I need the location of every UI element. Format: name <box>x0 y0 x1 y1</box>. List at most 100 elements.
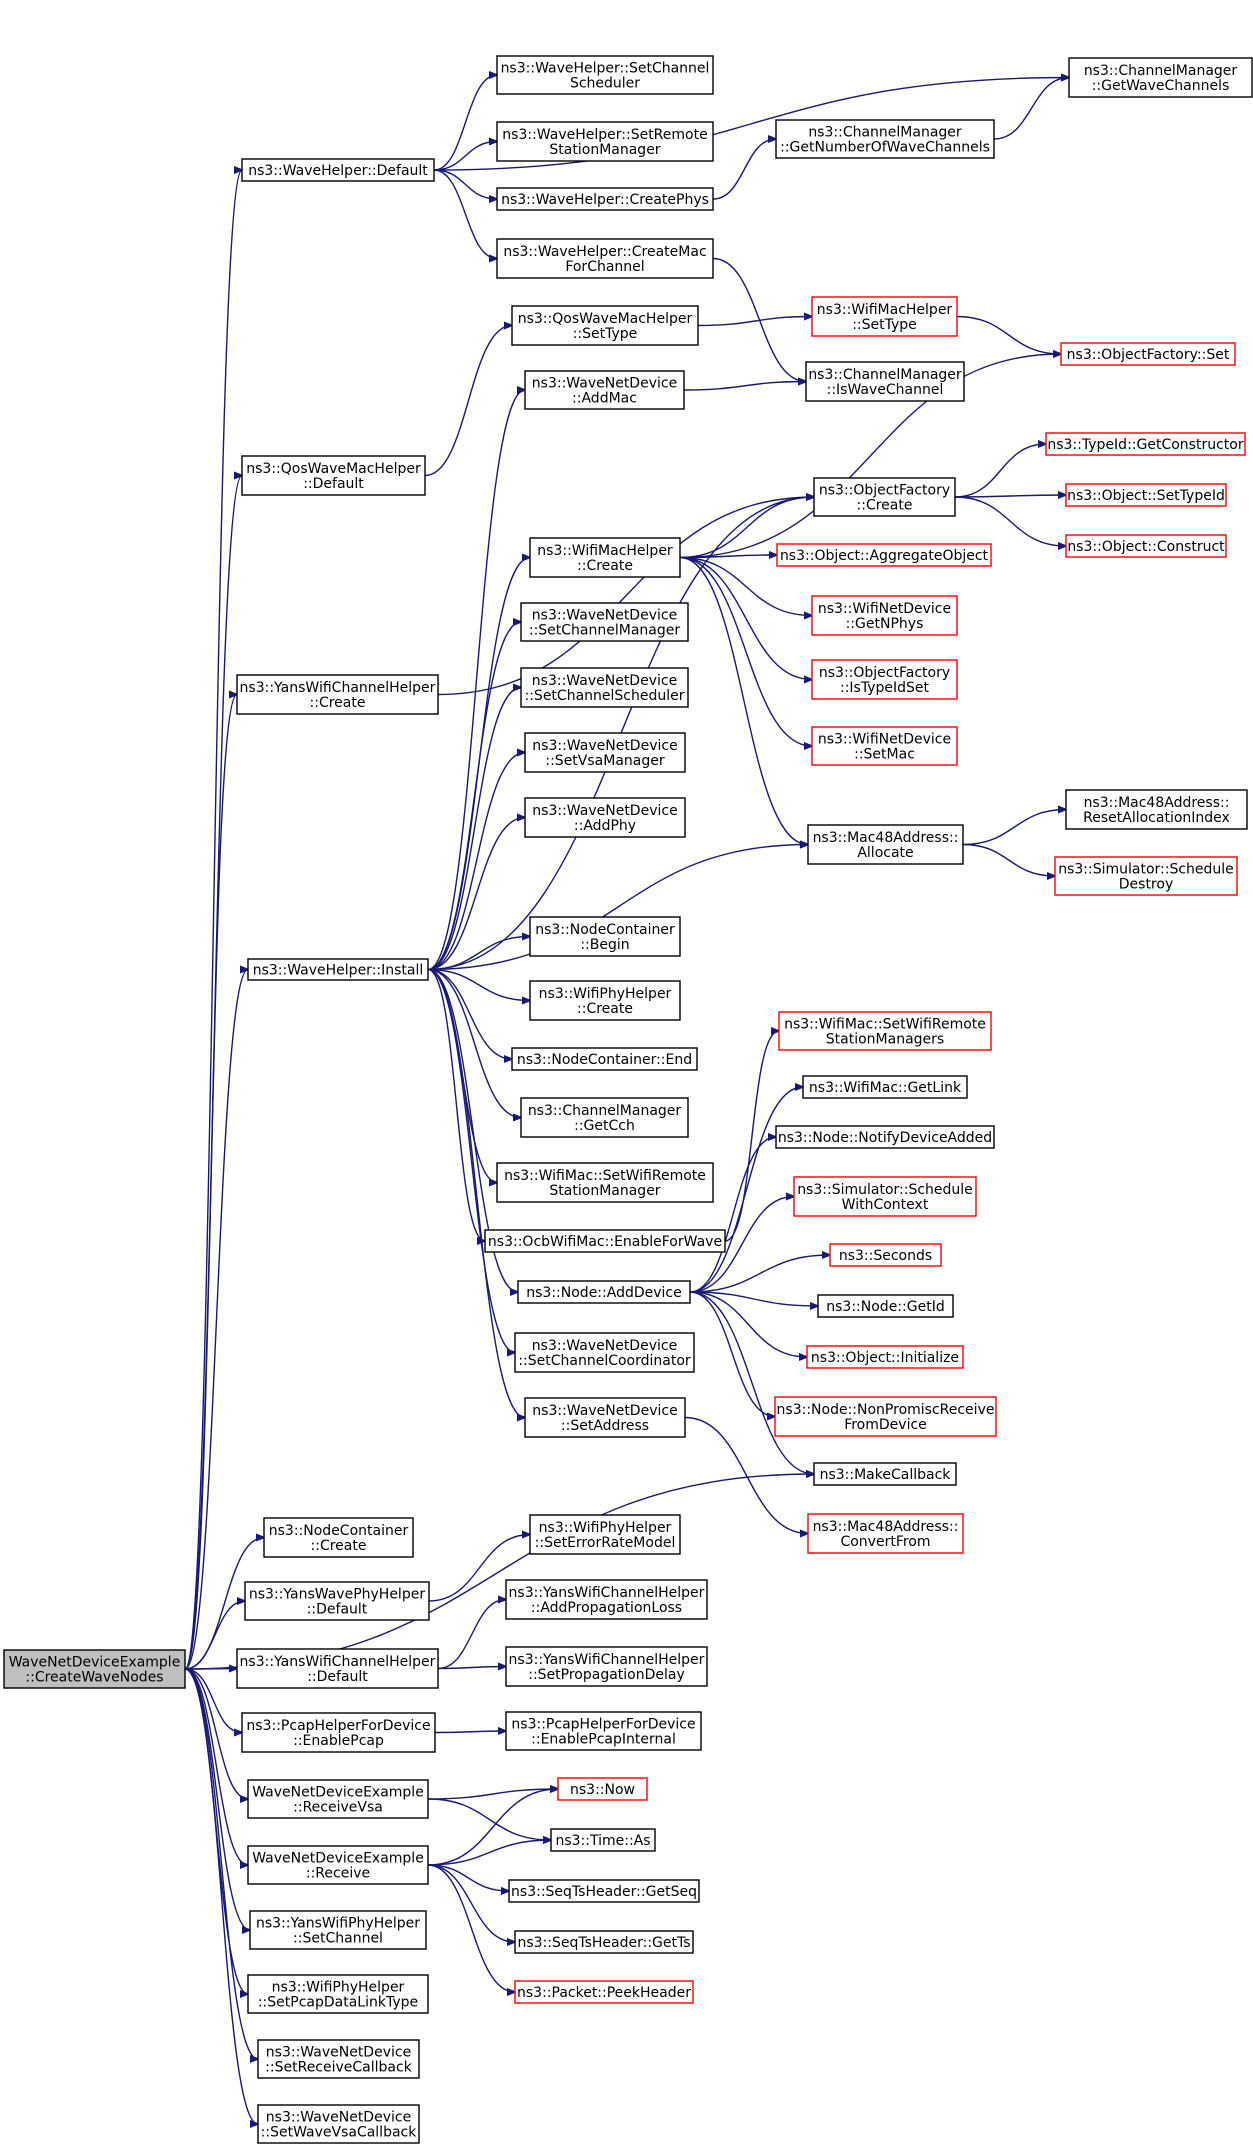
node-label-line: ns3::ChannelManager <box>1084 63 1238 79</box>
node-cm-getcch[interactable]: ns3::ChannelManager::GetCch <box>520 1097 689 1138</box>
node-qwmh-settype[interactable]: ns3::QosWaveMacHelper::SetType <box>511 305 699 346</box>
node-box <box>244 1581 430 1621</box>
node-phfd-epi[interactable]: ns3::PcapHelperForDevice::EnablePcapInte… <box>505 1711 702 1751</box>
node-wnd-setrcb[interactable]: ns3::WaveNetDevice::SetReceiveCallback <box>257 2039 420 2079</box>
node-of-set[interactable]: ns3::ObjectFactory::Set <box>1060 342 1236 366</box>
node-qwmh-default[interactable]: ns3::QosWaveMacHelper::Default <box>241 455 426 496</box>
node-wh-createphys[interactable]: ns3::WaveHelper::CreatePhys <box>496 187 714 211</box>
node-wnd-setaddr[interactable]: ns3::WaveNetDevice::SetAddress <box>524 1397 686 1438</box>
edge-root-to-wnd_setrcb <box>184 1668 258 2059</box>
node-pkt-peek[interactable]: ns3::Packet::PeekHeader <box>514 1980 694 2004</box>
node-box <box>524 370 685 410</box>
node-obj-settid[interactable]: ns3::Object::SetTypeId <box>1065 483 1227 507</box>
node-wh-default[interactable]: ns3::WaveHelper::Default <box>241 158 435 182</box>
node-mac48-alloc[interactable]: ns3::Mac48Address::Allocate <box>807 824 964 865</box>
node-ywch-addpl[interactable]: ns3::YansWifiChannelHelper::AddPropagati… <box>505 1579 708 1620</box>
node-label-line: ns3::PcapHelperForDevice <box>511 1717 695 1733</box>
node-cm-getwc[interactable]: ns3::ChannelManager::GetWaveChannels <box>1068 57 1253 98</box>
edge-path <box>424 326 512 477</box>
node-ywch-setpd[interactable]: ns3::YansWifiChannelHelper::SetPropagati… <box>505 1646 708 1687</box>
node-wnd-setvcb[interactable]: ns3::WaveNetDevice::SetWaveVsaCallback <box>257 2104 420 2144</box>
node-label-line: ns3::Mac48Address:: <box>813 1519 959 1535</box>
node-box <box>505 1711 702 1751</box>
node-node-adddev[interactable]: ns3::Node::AddDevice <box>517 1280 691 1304</box>
node-sts-getseq[interactable]: ns3::SeqTsHeader::GetSeq <box>508 1879 700 1903</box>
node-label-line: StationManagers <box>826 1032 944 1048</box>
node-cm-iswave[interactable]: ns3::ChannelManager::IsWaveChannel <box>805 361 965 402</box>
edge-path <box>184 1669 237 1670</box>
node-ywch-default[interactable]: ns3::YansWifiChannelHelper::Default <box>236 1648 439 1689</box>
node-node-getid[interactable]: ns3::Node::GetId <box>817 1294 954 1318</box>
edge-wnde_rvsa-to-time_as <box>427 1798 551 1840</box>
node-ywph-default[interactable]: ns3::YansWavePhyHelper::Default <box>244 1581 430 1621</box>
edge-path <box>434 1731 506 1733</box>
node-wnd-setcm[interactable]: ns3::WaveNetDevice::SetChannelManager <box>520 602 689 642</box>
node-obj-construct[interactable]: ns3::Object::Construct <box>1065 534 1227 558</box>
node-wph-pcapdlt[interactable]: ns3::WifiPhyHelper::SetPcapDataLinkType <box>247 1974 429 2014</box>
node-wnd-getnphys[interactable]: ns3::WifiNetDevice::GetNPhys <box>811 595 958 636</box>
node-wnd-setvsam[interactable]: ns3::WaveNetDevice::SetVsaManager <box>524 732 686 773</box>
node-ywch-create[interactable]: ns3::YansWifiChannelHelper::Create <box>236 674 439 715</box>
node-owm-enable[interactable]: ns3::OcbWifiMac::EnableForWave <box>484 1229 726 1253</box>
edge-path <box>724 1031 779 1242</box>
node-wnde-rvsa[interactable]: WaveNetDeviceExample::ReceiveVsa <box>247 1779 429 1819</box>
node-box <box>520 1097 689 1138</box>
node-obj-aggr[interactable]: ns3::Object::AggregateObject <box>776 543 992 567</box>
node-time-as[interactable]: ns3::Time::As <box>550 1828 656 1852</box>
node-wph-create[interactable]: ns3::WifiPhyHelper::Create <box>529 980 681 1021</box>
node-mac48-reset[interactable]: ns3::Mac48Address::ResetAllocationIndex <box>1065 789 1248 830</box>
edge-owm_enable-to-wm_setwrsms <box>724 1031 779 1242</box>
node-box <box>806 1345 964 1369</box>
node-wmh-create[interactable]: ns3::WifiMacHelper::Create <box>529 537 681 578</box>
node-sts-getts[interactable]: ns3::SeqTsHeader::GetTs <box>514 1930 694 1954</box>
node-box <box>1065 534 1227 558</box>
node-label-line: ns3::Node::AddDevice <box>526 1285 681 1301</box>
node-wnd-setmac[interactable]: ns3::WifiNetDevice::SetMac <box>811 726 958 766</box>
node-ywph-setch[interactable]: ns3::YansWifiPhyHelper::SetChannel <box>249 1910 427 1950</box>
node-nc-end[interactable]: ns3::NodeContainer::End <box>511 1047 698 1071</box>
edge-path <box>427 968 485 1242</box>
node-label-line: ns3::PcapHelperForDevice <box>246 1718 430 1734</box>
node-label-line: ns3::YansWavePhyHelper <box>249 1587 425 1603</box>
node-wm-setwrsms[interactable]: ns3::WifiMac::SetWifiRemoteStationManage… <box>778 1011 992 1051</box>
node-nc-begin[interactable]: ns3::NodeContainer::Begin <box>529 916 681 957</box>
node-cm-getnum[interactable]: ns3::ChannelManager::GetNumberOfWaveChan… <box>775 119 995 159</box>
node-box <box>247 958 429 981</box>
node-wm-setwrsm[interactable]: ns3::WifiMac::SetWifiRemoteStationManage… <box>496 1162 714 1203</box>
node-obj-init[interactable]: ns3::Object::Initialize <box>806 1345 964 1369</box>
edge-path <box>427 622 521 971</box>
node-wnd-addphy[interactable]: ns3::WaveNetDevice::AddPhy <box>524 797 686 838</box>
node-label-line: ns3::Mac48Address:: <box>1084 795 1230 811</box>
edge-wmh_create-to-wnd_setmac <box>679 556 812 747</box>
node-nc-create[interactable]: ns3::NodeContainer::Create <box>263 1517 414 1558</box>
node-wm-getlink[interactable]: ns3::WifiMac::GetLink <box>802 1075 968 1099</box>
node-phfd-enable[interactable]: ns3::PcapHelperForDevice::EnablePcap <box>241 1712 436 1753</box>
node-tid-getctor[interactable]: ns3::TypeId::GetConstructor <box>1045 432 1246 456</box>
node-wh-setchs[interactable]: ns3::WaveHelper::SetChannelScheduler <box>496 55 714 95</box>
node-wnd-addmac[interactable]: ns3::WaveNetDevice::AddMac <box>524 370 685 410</box>
node-mac48-conv[interactable]: ns3::Mac48Address::ConvertFrom <box>807 1513 964 1554</box>
edge-path <box>689 1291 775 1417</box>
node-root[interactable]: WaveNetDeviceExample::CreateWaveNodes <box>3 1649 186 1689</box>
node-of-create[interactable]: ns3::ObjectFactory::Create <box>813 477 956 517</box>
node-wnd-setcc[interactable]: ns3::WaveNetDevice::SetChannelCoordinato… <box>514 1332 695 1373</box>
node-wmh-settype[interactable]: ns3::WifiMacHelper::SetType <box>811 296 958 337</box>
node-now[interactable]: ns3::Now <box>557 1777 648 1801</box>
node-label-line: ns3::YansWifiPhyHelper <box>256 1916 420 1932</box>
node-box <box>247 1779 429 1819</box>
node-seconds[interactable]: ns3::Seconds <box>829 1243 942 1267</box>
node-of-istypeid[interactable]: ns3::ObjectFactory::IsTypeIdSet <box>811 659 958 700</box>
node-wh-install[interactable]: ns3::WaveHelper::Install <box>247 958 429 981</box>
node-node-nda[interactable]: ns3::Node::NotifyDeviceAdded <box>775 1125 995 1149</box>
node-makecb[interactable]: ns3::MakeCallback <box>813 1462 957 1486</box>
node-wnde-recv[interactable]: WaveNetDeviceExample::Receive <box>247 1845 429 1885</box>
node-wph-seterm[interactable]: ns3::WifiPhyHelper::SetErrorRateModel <box>529 1514 681 1555</box>
node-label-line: ::SetChannelScheduler <box>525 688 685 704</box>
node-wnd-setcs[interactable]: ns3::WaveNetDevice::SetChannelScheduler <box>520 667 689 708</box>
node-label-line: ::Create <box>310 695 366 711</box>
